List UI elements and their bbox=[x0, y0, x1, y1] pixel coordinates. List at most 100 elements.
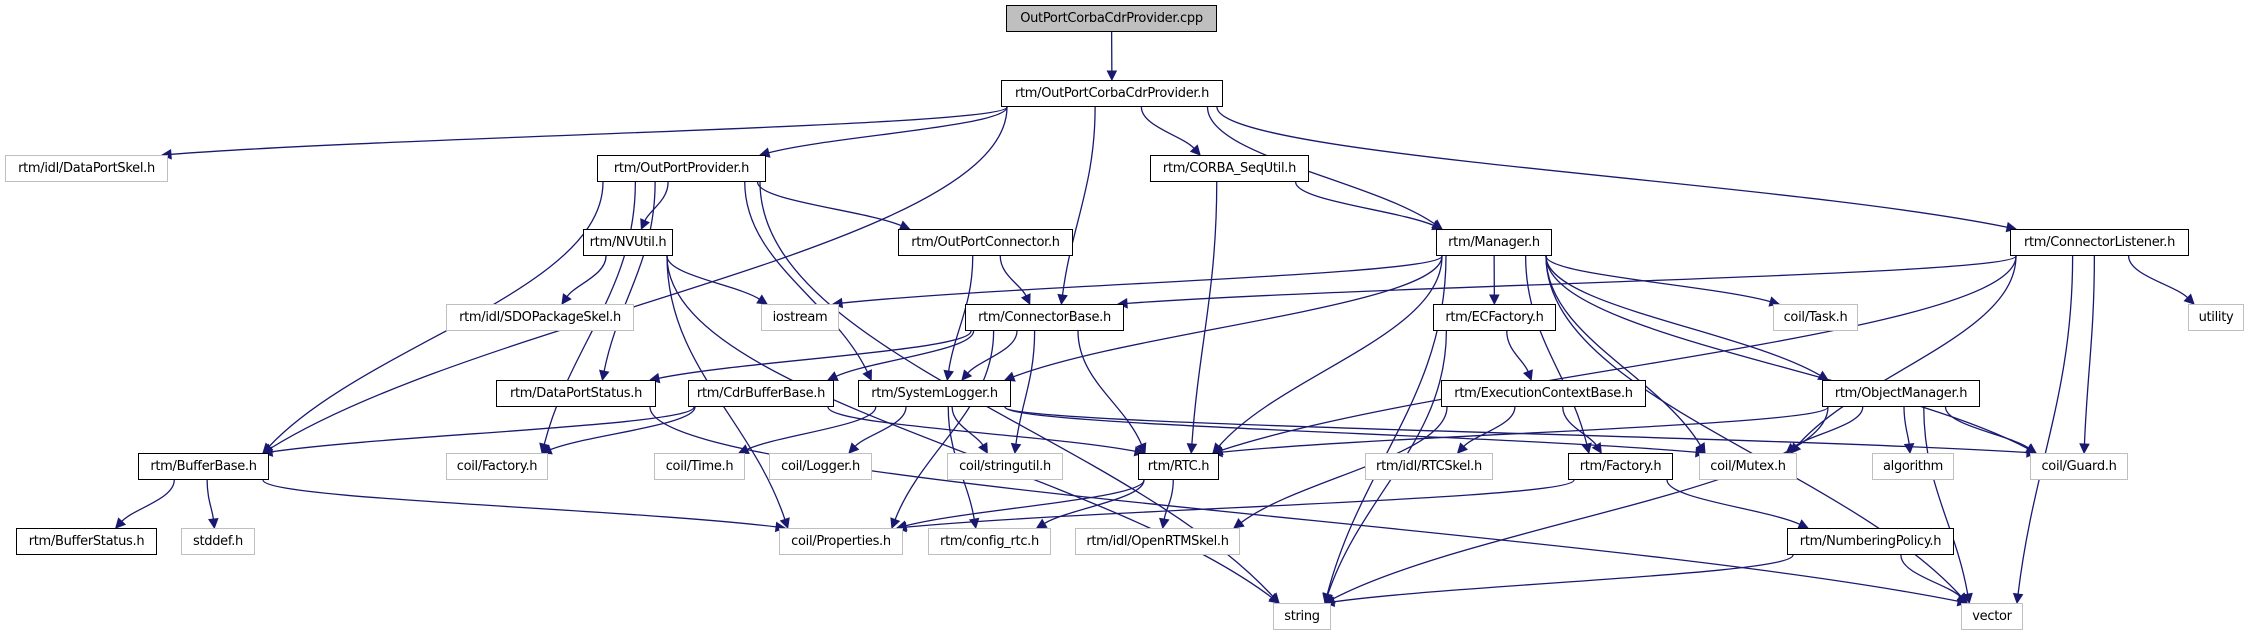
edge-manager-to-objmgr bbox=[1545, 255, 1821, 377]
node-configrtc: rtm/config_rtc.h bbox=[928, 528, 1051, 555]
edge-objmgr-to-guard bbox=[1944, 406, 2029, 449]
edge-ecb-to-rtcskel bbox=[1463, 406, 1516, 447]
edge-cl-to-guard bbox=[2083, 255, 2096, 445]
arrowhead-icon bbox=[1591, 442, 1602, 454]
arrowhead-icon bbox=[862, 369, 872, 382]
node-cb[interactable]: rtm/ConnectorBase.h bbox=[965, 304, 1124, 331]
edge-numpol-to-string bbox=[1333, 554, 1794, 603]
node-label: iostream bbox=[772, 310, 828, 325]
edge-seq-to-rtc bbox=[1191, 181, 1218, 445]
edge-rtc-to-ortmskel bbox=[1163, 479, 1174, 520]
edge-opp-to-opc bbox=[756, 181, 902, 227]
arrowhead-icon bbox=[1010, 442, 1022, 455]
edge-bb-to-props bbox=[262, 479, 777, 528]
arrowhead-icon bbox=[890, 517, 901, 530]
node-bb[interactable]: rtm/BufferBase.h bbox=[138, 453, 269, 480]
edge-cl-to-rtc bbox=[1221, 255, 2017, 451]
edge-syslog-to-mutex bbox=[1004, 406, 1697, 453]
node-label: rtm/Factory.h bbox=[1579, 459, 1662, 474]
edge-cb-to-syslog bbox=[967, 330, 1018, 374]
node-label: rtm/ObjectManager.h bbox=[1834, 386, 1968, 401]
arrowhead-icon bbox=[1035, 518, 1048, 529]
edge-rfactory-to-props bbox=[905, 479, 1575, 528]
arrowhead-icon bbox=[848, 442, 860, 454]
arrowhead-icon bbox=[978, 442, 988, 454]
edge-occp-to-dpskel bbox=[170, 106, 1008, 155]
node-label: vector bbox=[1972, 609, 2012, 624]
node-string: string bbox=[1273, 603, 1331, 630]
node-ecf[interactable]: rtm/ECFactory.h bbox=[1433, 304, 1556, 331]
edge-syslog-to-guard bbox=[1004, 406, 2028, 454]
edge-rtc-to-props bbox=[905, 479, 1145, 527]
edge-manager-to-iostream bbox=[841, 255, 1443, 304]
node-rtc[interactable]: rtm/RTC.h bbox=[1138, 453, 1219, 480]
node-cl[interactable]: rtm/ConnectorListener.h bbox=[2010, 229, 2189, 256]
arrowhead-icon bbox=[968, 517, 980, 530]
node-numpol[interactable]: rtm/NumberingPolicy.h bbox=[1787, 528, 1954, 555]
node-cfactory: coil/Factory.h bbox=[446, 453, 548, 480]
node-occp[interactable]: rtm/OutPortCorbaCdrProvider.h bbox=[1001, 80, 1223, 107]
node-syslog[interactable]: rtm/SystemLogger.h bbox=[858, 380, 1011, 407]
node-label: coil/Properties.h bbox=[791, 534, 891, 549]
node-label: coil/Guard.h bbox=[2041, 459, 2117, 474]
edge-cl-to-utility bbox=[2127, 255, 2189, 299]
node-opc[interactable]: rtm/OutPortConnector.h bbox=[898, 229, 1073, 256]
arrowhead-icon bbox=[114, 517, 127, 529]
node-ctime: coil/Time.h bbox=[654, 453, 745, 480]
node-dps[interactable]: rtm/DataPortStatus.h bbox=[496, 380, 656, 407]
node-opp[interactable]: rtm/OutPortProvider.h bbox=[597, 155, 766, 182]
edge-objmgr-to-string bbox=[1332, 406, 1829, 600]
arrowhead-icon bbox=[1106, 70, 1118, 82]
node-manager[interactable]: rtm/Manager.h bbox=[1436, 229, 1552, 256]
edge-bb-to-bstatus bbox=[121, 479, 175, 522]
node-label: rtm/NumberingPolicy.h bbox=[1799, 534, 1942, 549]
edge-syslog-to-clogger bbox=[854, 406, 907, 447]
node-ortmskel: rtm/idl/OpenRTMSkel.h bbox=[1075, 528, 1240, 555]
arrowhead-icon bbox=[640, 218, 650, 231]
node-objmgr[interactable]: rtm/ObjectManager.h bbox=[1822, 380, 1980, 407]
arrowhead-icon bbox=[1522, 369, 1533, 382]
edge-opp-to-dps bbox=[603, 181, 656, 372]
node-label: rtm/ECFactory.h bbox=[1445, 310, 1544, 325]
edge-occp-to-bb bbox=[270, 106, 1008, 449]
node-rfactory[interactable]: rtm/Factory.h bbox=[1568, 453, 1673, 480]
node-label: rtm/idl/RTCSkel.h bbox=[1376, 459, 1482, 474]
node-ecb[interactable]: rtm/ExecutionContextBase.h bbox=[1441, 380, 1646, 407]
edge-opc-to-cb bbox=[999, 255, 1027, 297]
arrowhead-icon bbox=[2025, 443, 2037, 454]
node-seq[interactable]: rtm/CORBA_SeqUtil.h bbox=[1150, 155, 1309, 182]
arrowhead-icon bbox=[561, 293, 572, 305]
edge-rtc-to-configrtc bbox=[1044, 479, 1145, 524]
arrowhead-icon bbox=[1186, 443, 1198, 455]
node-task: coil/Task.h bbox=[1773, 304, 1858, 331]
edge-manager-to-syslog bbox=[1013, 255, 1443, 378]
node-vector: vector bbox=[1961, 603, 2023, 630]
edge-cdrbb-to-bb bbox=[271, 406, 695, 453]
edge-cl-to-vector bbox=[2017, 255, 2074, 595]
edge-cb-to-dps bbox=[658, 330, 972, 379]
edge-cdrbb-to-cfactory bbox=[550, 406, 696, 451]
edge-cl-to-cb bbox=[1126, 255, 2017, 305]
node-label: rtm/RTC.h bbox=[1147, 459, 1210, 474]
node-clogger: coil/Logger.h bbox=[769, 453, 872, 480]
edge-ecf-to-ecb bbox=[1506, 330, 1529, 372]
node-nvutil[interactable]: rtm/NVUtil.h bbox=[583, 229, 673, 256]
node-label: rtm/SystemLogger.h bbox=[871, 386, 998, 401]
edge-occp-to-cb bbox=[1061, 106, 1096, 296]
node-label: algorithm bbox=[1882, 459, 1944, 474]
node-label: rtm/ConnectorBase.h bbox=[978, 310, 1111, 325]
arrowhead-icon bbox=[599, 369, 610, 382]
edge-cb-to-props bbox=[894, 330, 995, 520]
edge-objmgr-to-vector bbox=[1923, 406, 1969, 595]
node-label: rtm/NVUtil.h bbox=[589, 235, 667, 250]
node-cpp[interactable]: OutPortCorbaCdrProvider.cpp bbox=[1006, 5, 1217, 32]
node-bstatus[interactable]: rtm/BufferStatus.h bbox=[16, 528, 157, 555]
node-label: coil/Factory.h bbox=[456, 459, 538, 474]
edge-nvutil-to-sdo bbox=[566, 255, 607, 297]
node-cdrbb[interactable]: rtm/CdrBufferBase.h bbox=[688, 380, 834, 407]
node-label: coil/Task.h bbox=[1783, 310, 1848, 325]
node-guard: coil/Guard.h bbox=[2030, 453, 2128, 480]
arrowhead-icon bbox=[961, 369, 973, 381]
